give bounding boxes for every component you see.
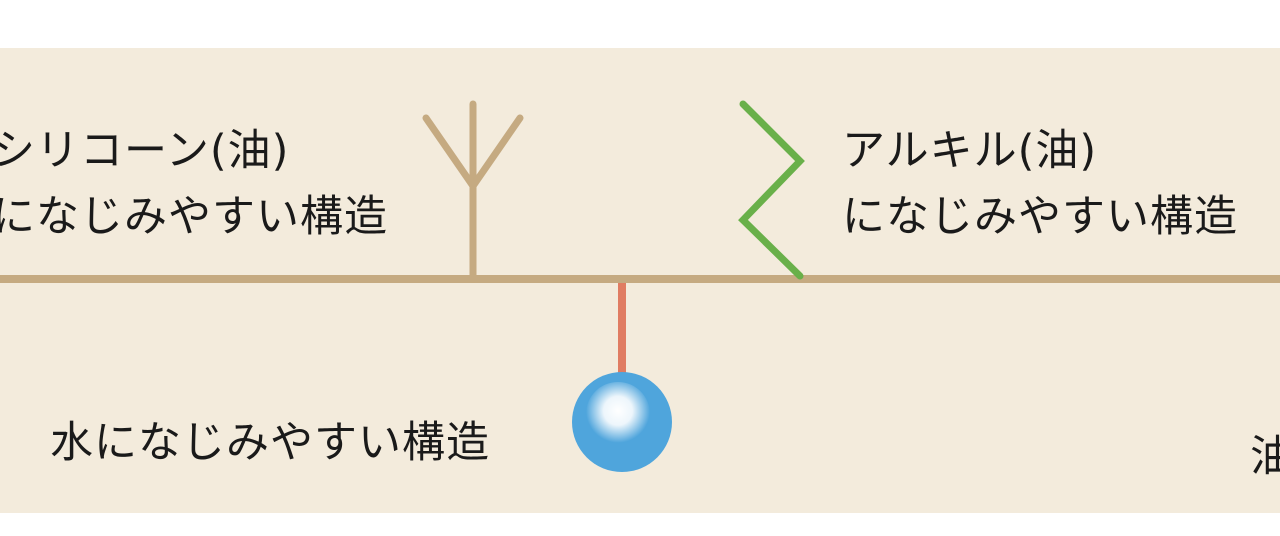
ball-head-icon [572,372,672,472]
silicone-label-line2: になじみやすい構造 [0,192,388,242]
alkyl-label-line1: アルキル(油) [842,126,1098,176]
water-label: 水になじみやすい構造 [50,418,490,468]
alkyl-label-line2: になじみやすい構造 [842,192,1238,242]
oil-label-partial: 油 [1250,432,1280,482]
zigzag-chain-icon [738,100,805,280]
alkyl-label: アルキル(油) になじみやすい構造 [842,118,1238,250]
y-branch-icon [422,100,524,283]
silicone-label-line1: シリコーン(油) [0,126,290,176]
silicone-label: シリコーン(油) になじみやすい構造 [0,118,388,250]
